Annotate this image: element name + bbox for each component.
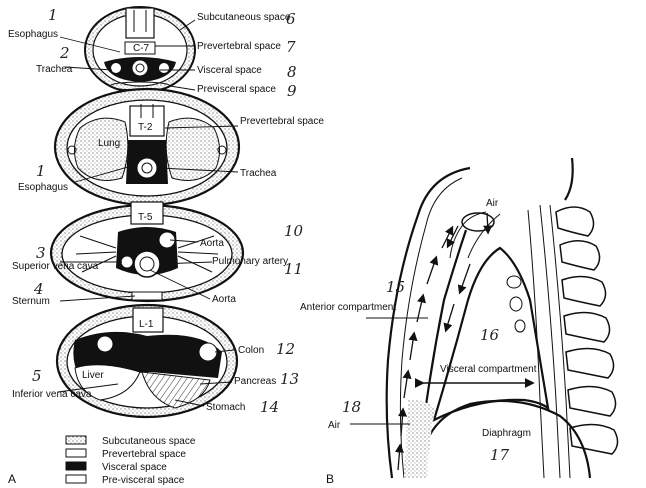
- diaphragm-outline: [418, 399, 592, 479]
- hand-number: 12: [276, 340, 295, 358]
- label-esophagus-neck: Esophagus: [8, 29, 58, 40]
- legend-swatch-black: [65, 461, 87, 471]
- section-thorax-t2: [53, 87, 241, 207]
- label-anterior-compartment-text: Anterior compartment: [300, 302, 396, 313]
- label-air-top: Air: [486, 198, 499, 209]
- panel-letter-b: B: [326, 472, 334, 486]
- legend-swatch-white: [65, 448, 87, 458]
- air-region-bottom: [404, 399, 436, 478]
- hand-number: 15: [386, 278, 405, 296]
- legend-label: Prevertebral space: [102, 449, 186, 460]
- label-prevertebral-space-neck: Prevertebral space: [197, 41, 281, 52]
- legend-swatch-white: [65, 474, 87, 484]
- label-anterior-compartment: Anterior compartment: [300, 302, 396, 313]
- hand-number: 2: [59, 44, 70, 62]
- vessel-circle: [509, 296, 523, 312]
- hand-number: 11: [284, 260, 303, 278]
- legend: Subcutaneous space Prevertebral space Vi…: [65, 435, 196, 486]
- vertebra-t2: T-2: [138, 122, 153, 133]
- hand-number: 7: [286, 38, 296, 56]
- hand-number: 14: [260, 398, 279, 416]
- hand-number: 18: [342, 398, 361, 416]
- vessel-circle: [506, 275, 522, 289]
- panel-b-leader-lines: [350, 317, 428, 425]
- panel-a-leader-lines: [57, 19, 239, 407]
- label-aorta-l1: Aorta: [212, 294, 236, 305]
- body-outline: [385, 166, 471, 479]
- anterior-compartment-outline: [422, 229, 468, 421]
- label-inferior-vena-cava: Inferior vena cava: [12, 389, 92, 400]
- label-superior-vena-cava: Superior vena cava: [12, 261, 99, 272]
- label-trachea-t2: Trachea: [240, 168, 277, 179]
- section-abdomen-l1: [55, 303, 239, 419]
- hand-number: 8: [287, 63, 297, 81]
- legend-label: Pre-visceral space: [102, 475, 185, 486]
- panel-a: Subcutaneous space Esophagus Prevertebra…: [8, 6, 324, 486]
- vertebra-l1: L-1: [139, 319, 154, 330]
- section-neck-c7: [84, 6, 196, 94]
- label-colon: Colon: [238, 345, 264, 356]
- hand-number: 9: [287, 82, 297, 100]
- label-previsceral-space: Previsceral space: [197, 84, 276, 95]
- vertebra-t5: T-5: [138, 212, 153, 223]
- hand-number: 17: [490, 446, 510, 464]
- hand-number: 5: [32, 367, 42, 385]
- vessel-circle: [514, 319, 526, 333]
- legend-swatch-stipple: [65, 435, 87, 445]
- label-trachea-neck: Trachea: [36, 64, 73, 75]
- label-aorta-t5: Aorta: [200, 238, 224, 249]
- hand-number: 10: [284, 222, 304, 240]
- hand-number: 1: [48, 6, 58, 24]
- label-lung: Lung: [98, 138, 120, 149]
- label-sternum: Sternum: [12, 296, 50, 307]
- hand-number: 13: [280, 370, 299, 388]
- label-pulmonary-artery: Pulmonary artery: [212, 256, 288, 267]
- vertebra-c7: C-7: [133, 43, 150, 54]
- label-pancreas: Pancreas: [234, 376, 276, 387]
- label-visceral-compartment: Visceral compartment: [440, 364, 537, 375]
- label-subcutaneous-space: Subcutaneous space: [197, 12, 291, 23]
- label-visceral-space: Visceral space: [197, 65, 262, 76]
- section-thorax-t5: [49, 201, 245, 303]
- heart-outline: [432, 246, 550, 423]
- label-liver: Liver: [82, 370, 104, 381]
- panel-letter-a: A: [8, 472, 16, 486]
- hand-number: 3: [36, 244, 46, 262]
- label-esophagus-t2: Esophagus: [18, 182, 68, 193]
- label-prevertebral-space-t2: Prevertebral space: [240, 116, 324, 127]
- panel-b: Air Anterior compartment Visceral compar…: [300, 157, 619, 486]
- legend-label: Visceral space: [102, 462, 167, 473]
- label-diaphragm: Diaphragm: [482, 428, 531, 439]
- hand-number: 4: [33, 280, 44, 298]
- label-stomach: Stomach: [206, 402, 245, 413]
- label-air-bottom: Air: [328, 420, 341, 431]
- spine: [527, 204, 619, 479]
- hand-number: 16: [480, 326, 500, 344]
- legend-label: Subcutaneous space: [102, 436, 196, 447]
- hand-number: 6: [286, 10, 296, 28]
- hand-number: 1: [36, 162, 46, 180]
